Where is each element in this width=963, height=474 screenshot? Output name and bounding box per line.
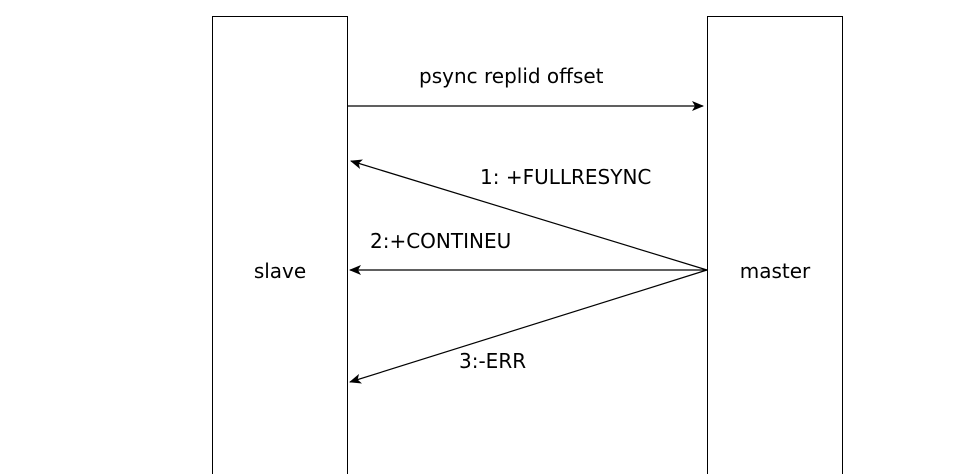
master-label: master [740,259,811,283]
message-fullresync: 1: +FULLRESYNC [350,159,708,271]
message-continue: 2:+CONTINEU [349,229,707,275]
message-arrow-fullresync [350,159,708,271]
master-node: master [707,16,843,474]
master-box [707,16,843,474]
slave-label: slave [254,259,306,283]
message-label-psync: psync replid offset [419,64,604,88]
message-err: 3:-ERR [349,269,708,384]
slave-node: slave [212,16,348,474]
message-label-fullresync: 1: +FULLRESYNC [480,165,651,189]
message-label-err: 3:-ERR [459,349,526,373]
message-psync: psync replid offset [348,64,704,111]
slave-box [212,16,348,474]
message-label-continue: 2:+CONTINEU [370,229,511,253]
message-arrow-err [349,269,708,384]
